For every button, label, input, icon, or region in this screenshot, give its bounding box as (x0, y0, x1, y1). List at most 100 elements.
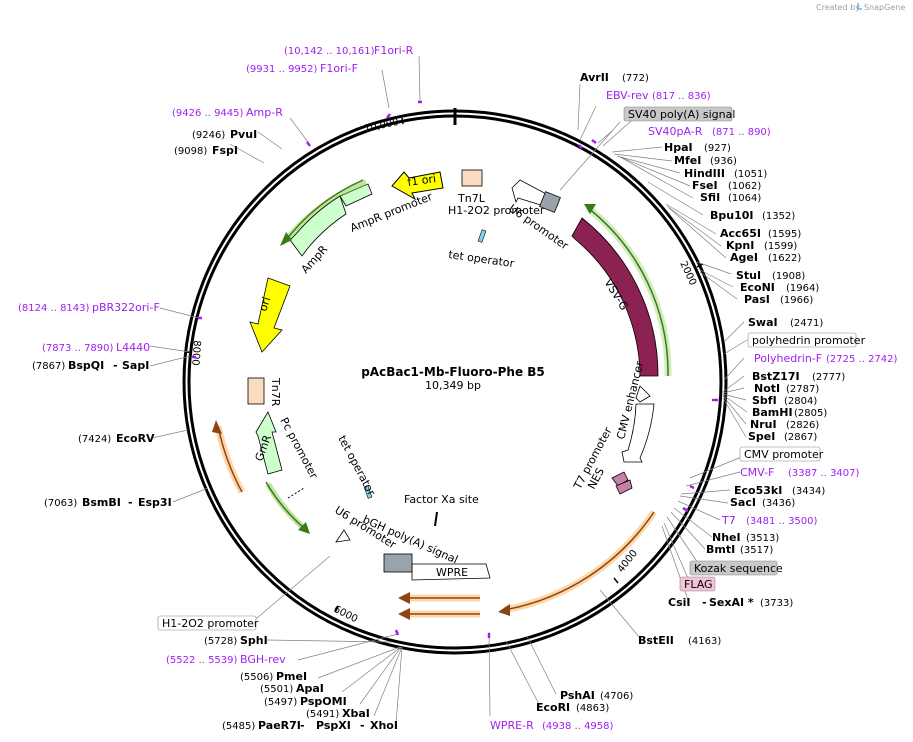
primer-range: (3481 .. 3500) (746, 516, 818, 527)
tn7l-feature[interactable]: Tn7L H1-2O2 promoter (448, 169, 545, 217)
primer-label: Amp-R (246, 106, 283, 119)
site-label: KpnI (726, 239, 754, 252)
tick-8000: 8000 (189, 340, 202, 366)
site-pos: (1966) (780, 295, 813, 306)
f1-ori-feature[interactable]: f1 ori (391, 171, 444, 201)
f1-ori-label: f1 ori (407, 172, 437, 189)
site-pos: (4863) (576, 703, 609, 714)
primer-range: (3387 .. 3407) (788, 468, 860, 479)
primer-marks (192, 100, 718, 638)
site-label: SpeI (748, 430, 775, 443)
primer-label: L4440 (116, 341, 150, 354)
site-label-2: - (113, 359, 118, 372)
pc-promoter-label: Pc promoter (277, 415, 320, 481)
site-pos: (2471) (790, 318, 823, 329)
site-pos: (3733) (760, 598, 793, 609)
primer-range: (10,142 .. 10,161) (284, 46, 375, 57)
gmr-feature[interactable]: GmR (253, 411, 310, 534)
credit-brand: SnapGene (864, 3, 905, 12)
site-label: AgeI (730, 251, 758, 264)
wpre-feature[interactable]: WPRE (411, 563, 491, 581)
bgh-u6-bottom-feature[interactable]: bGH poly(A) signal U6 promoter (332, 504, 460, 573)
cmv-promoter-box[interactable]: CMV promoter (739, 446, 824, 462)
primer-range: (9931 .. 9952) (246, 64, 318, 75)
primer-labels: EBV-rev (817 .. 836) SV40pA-R (871 .. 89… (18, 44, 898, 732)
orange-cds-feature[interactable] (498, 510, 657, 616)
tet-operator-bottom-label: tet operator (335, 433, 378, 498)
primer-range: (871 .. 890) (712, 127, 771, 138)
bottom-orange-features[interactable] (398, 592, 480, 620)
cmv-promoter-box-label: CMV promoter (744, 448, 824, 461)
site-label: SwaI (748, 316, 778, 329)
tn7r-feature[interactable]: Tn7R (247, 377, 282, 407)
site-pos: (4163) (688, 636, 721, 647)
site-pos: (4706) (600, 691, 633, 702)
site-label-2: - (360, 719, 365, 732)
vsvg-feature[interactable]: VSV-G (571, 204, 672, 377)
site-pos: (1064) (728, 193, 761, 204)
site-pos: (7867) (32, 361, 65, 372)
site-pos: (1051) (734, 169, 767, 180)
site-label: Bpu10I (710, 209, 754, 222)
site-label: HpaI (664, 141, 693, 154)
primer-label: BGH-rev (240, 653, 286, 666)
site-label: ApaI (296, 682, 324, 695)
tick-10000: 10,000 (363, 117, 400, 135)
sv40-label: SV40 poly(A) signal (628, 108, 735, 121)
site-pos: (5491) (306, 709, 339, 720)
flag-box[interactable]: FLAG (679, 576, 716, 592)
site-pos: (5728) (204, 636, 237, 647)
primer-label: EBV-rev (606, 89, 649, 102)
site-pos: (772) (622, 73, 649, 84)
site-pos: (927) (704, 143, 731, 154)
site-pos: (2805) (794, 408, 827, 419)
primer-label: WPRE-R (490, 719, 534, 732)
kozak-box[interactable]: Kozak sequence (689, 560, 783, 576)
primer-label: T7 (721, 514, 736, 527)
sv40-box[interactable]: SV40 poly(A) signal (623, 106, 735, 122)
primer-label: CMV-F (740, 466, 774, 479)
tet-operator-bottom-feature[interactable]: tet operator (335, 433, 378, 499)
site-pos: (9246) (192, 130, 225, 141)
site-label: EcoRI (536, 701, 570, 714)
h1-202-label: H1-2O2 promoter (448, 204, 545, 217)
ori-feature[interactable]: ori (249, 277, 291, 353)
pc-promoter-dashes (287, 487, 305, 499)
h1-box[interactable]: H1-2O2 promoter (157, 615, 259, 631)
site-label: NotI (754, 382, 780, 395)
site-pos: (1352) (762, 211, 795, 222)
primer-label: F1ori-F (320, 62, 358, 75)
site-label: StuI (736, 269, 761, 282)
primer-range: (2725 .. 2742) (826, 354, 898, 365)
tet-operator-top-feature[interactable]: tet operator (448, 229, 516, 271)
site-pos: (2826) (786, 420, 819, 431)
site-pos: (1595) (768, 229, 801, 240)
site-pos: (1622) (768, 253, 801, 264)
site-pos: (5501) (260, 684, 293, 695)
site-pos: (7424) (78, 434, 111, 445)
site-label: BstEII (638, 634, 674, 647)
site-label: XbaI (342, 707, 370, 720)
primer-range: (7873 .. 7890) (42, 343, 114, 354)
primer-range: (4938 .. 4958) (542, 721, 614, 732)
kozak-label: Kozak sequence (694, 562, 783, 575)
site-pos: (5497) (264, 697, 297, 708)
site-label: FspI (212, 144, 238, 157)
factor-xa-feature[interactable]: Factor Xa site (404, 493, 479, 527)
site-label-2: - (128, 496, 133, 509)
polyhedrin-box[interactable]: polyhedrin promoter (747, 332, 866, 348)
site-label: NruI (750, 418, 777, 431)
site-label: PshAI (560, 689, 595, 702)
site-label: EcoRV (116, 432, 155, 445)
site-pos: (2777) (812, 372, 845, 383)
flag-label: FLAG (684, 578, 713, 591)
site-label-2: SapI (122, 359, 149, 372)
left-orange-feature[interactable] (212, 420, 246, 494)
site-pos: (1599) (764, 241, 797, 252)
primer-label: F1ori-R (374, 44, 414, 57)
site-pos: (936) (710, 156, 737, 167)
site-label: PaeR7I (258, 719, 301, 732)
site-label: BmtI (706, 543, 735, 556)
wpre-label: WPRE (436, 566, 468, 579)
site-label-2: PspXI (316, 719, 351, 732)
